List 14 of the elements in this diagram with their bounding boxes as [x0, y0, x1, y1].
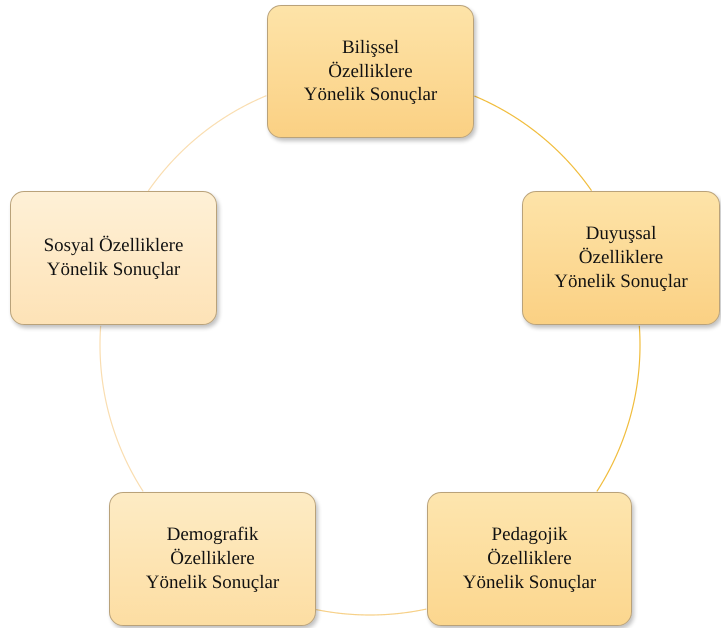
- connector-arc: [316, 608, 426, 616]
- connector-arc: [99, 326, 144, 492]
- rounded-box: [109, 492, 316, 626]
- node-label: Duyuşsal Özelliklere Yönelik Sonuçlar: [553, 222, 689, 294]
- connector-arc: [474, 95, 592, 191]
- rounded-box: [267, 5, 474, 138]
- node-label: Demografik Özelliklere Yönelik Sonuçlar: [144, 523, 280, 595]
- rounded-box: [427, 492, 632, 626]
- rounded-box: [522, 191, 720, 325]
- connector-arc: [596, 326, 641, 492]
- rounded-box: [10, 191, 217, 325]
- node-label: Pedagojik Özelliklere Yönelik Sonuçlar: [462, 523, 598, 595]
- node-label: Sosyal Özelliklere Yönelik Sonuçlar: [42, 234, 184, 282]
- node-label: Bilişsel Özelliklere Yönelik Sonuçlar: [302, 36, 438, 108]
